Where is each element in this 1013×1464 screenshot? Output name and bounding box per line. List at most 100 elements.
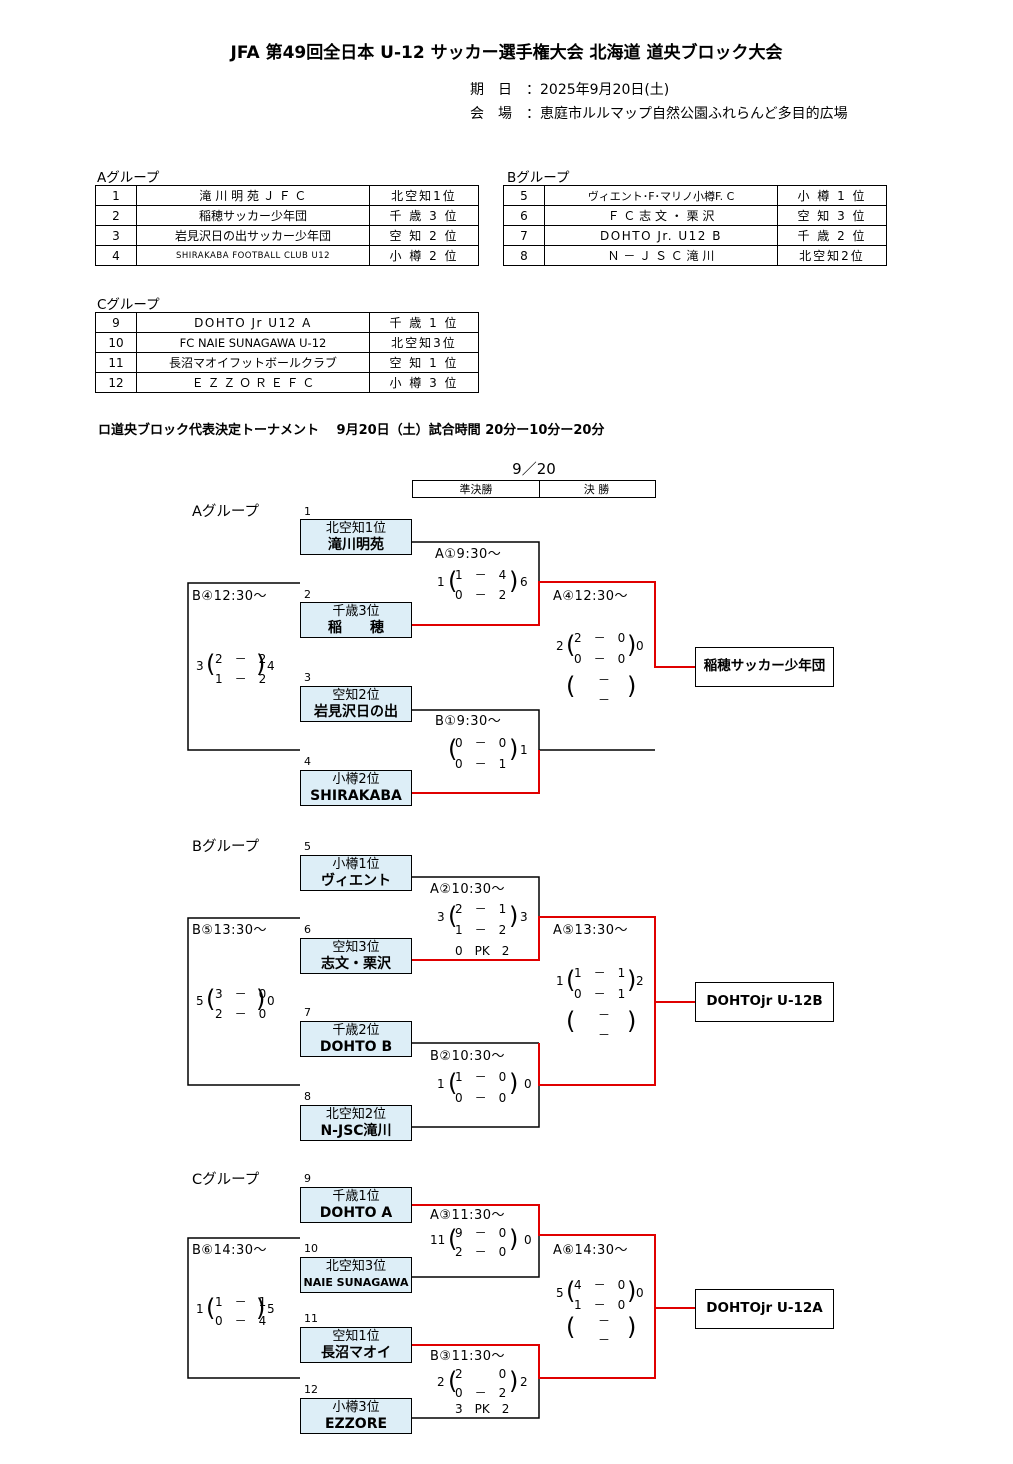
bracket-b-label: Bグループ	[192, 839, 260, 855]
group-c-title: Cグループ	[97, 297, 160, 313]
seed-number: 1	[304, 505, 311, 518]
line-c-semi1-bottom	[412, 1235, 540, 1278]
team-short-name: ヴィエント	[321, 873, 391, 889]
team-box: 空知1位長沼マオイ	[300, 1327, 412, 1363]
bracket-paren: )	[509, 1225, 519, 1253]
score-total-left: 3	[196, 659, 204, 673]
score-half1: 4 － 0	[574, 1278, 626, 1292]
line-a-winner-path	[412, 581, 695, 668]
score-total-right: 3	[520, 910, 528, 924]
team-rank: 小 樽 3 位	[369, 372, 479, 393]
score-half2: 0 － 2	[455, 588, 507, 602]
bracket-paren: (	[448, 1225, 458, 1253]
score-half1: 1 － 0	[455, 1070, 507, 1084]
score-total-right: 6	[520, 575, 528, 589]
team-pref: 北空知1位	[325, 521, 387, 536]
bracket-paren: )	[509, 567, 519, 595]
bracket-paren: (	[206, 985, 216, 1013]
score-total-left: 3	[437, 910, 445, 924]
team-short-name: 長沼マオイ	[321, 1345, 391, 1361]
line-b-final-bottom	[538, 1002, 656, 1086]
tournament-section-title: ロ道央ブロック代表決定トーナメント 9月20日（土）試合時間 20分ー10分ー2…	[98, 423, 605, 438]
match-time: B②10:30～	[430, 1049, 506, 1064]
team-pref: 小樽2位	[332, 772, 380, 787]
score-half1: 9 － 0	[455, 1226, 507, 1240]
match-time: B④12:30～	[192, 589, 268, 604]
page-title: JFA 第49回全日本 U-12 サッカー選手権大会 北海道 道央ブロック大会	[230, 43, 783, 63]
team-box: 千歳3位稲 穂	[300, 602, 412, 638]
seed-number: 9	[304, 1172, 311, 1185]
team-pref: 千歳3位	[332, 604, 380, 619]
team-name: FC NAIE SUNAGAWA U-12	[136, 332, 370, 353]
group-a-title: Aグループ	[97, 170, 160, 186]
round-label-final: 決 勝	[538, 480, 656, 498]
bracket-paren: )	[627, 1277, 637, 1305]
score-total-right: 2	[636, 974, 644, 988]
score-half2: 2 － 0	[215, 1007, 267, 1021]
score-total-right: 0	[636, 1286, 644, 1300]
score-half1: 0 － 0	[455, 736, 507, 750]
score-total-right: 0	[267, 994, 275, 1008]
line-c-winner-path	[412, 1204, 695, 1309]
team-short-name: SHIRAKABA	[310, 788, 402, 804]
score-total-left: 11	[430, 1233, 446, 1247]
match-time: A②10:30～	[430, 882, 506, 897]
match-time: A①9:30～	[435, 547, 502, 562]
team-rank: 小 樽 2 位	[369, 245, 479, 266]
bracket-c-label: Cグループ	[192, 1172, 260, 1188]
score-total-right: 4	[267, 659, 275, 673]
score-total-right: 2	[520, 1375, 528, 1389]
team-rank: 千 歳 1 位	[369, 312, 479, 333]
match-time: A④12:30～	[553, 589, 629, 604]
score-half2: 0 － 0	[455, 1091, 507, 1105]
line-c-other-match	[187, 1237, 300, 1379]
score-total-right: 0	[524, 1077, 532, 1091]
team-pref: 小樽1位	[332, 857, 380, 872]
bracket-paren: (	[448, 1367, 458, 1395]
bracket-paren: )	[509, 902, 519, 930]
team-pref: 北空知2位	[325, 1107, 387, 1122]
team-pref: 空知2位	[332, 688, 380, 703]
score-extra2: －	[598, 1333, 611, 1347]
bracket-paren: (	[566, 672, 576, 700]
bracket-paren: )	[627, 1313, 637, 1341]
score-total-left: 1	[556, 974, 564, 988]
score-total-left: 1	[196, 1302, 204, 1316]
score-half1: 2 0	[455, 1367, 507, 1381]
score-half1: 2 － 2	[215, 652, 267, 666]
seed-number: 5	[304, 840, 311, 853]
bracket-paren: )	[256, 650, 266, 678]
bracket-paren: )	[627, 631, 637, 659]
line-b-semi2-bottom	[412, 1085, 540, 1128]
team-short-name: N-JSC滝川	[320, 1123, 392, 1139]
team-pref: 千歳2位	[332, 1023, 380, 1038]
line-a-semi2-winner	[412, 750, 540, 794]
team-name: Ｎ － Ｊ Ｓ Ｃ 滝 川	[544, 245, 778, 266]
score-total-right: 0	[524, 1233, 532, 1247]
block-winner: 稲穂サッカー少年団	[695, 647, 834, 687]
block-winner: DOHTOjr U-12B	[695, 982, 834, 1022]
bracket-paren: (	[566, 1313, 576, 1341]
team-short-name: 稲 穂	[328, 620, 384, 636]
team-pref: 北空知3位	[325, 1259, 387, 1274]
bracket-paren: )	[627, 672, 637, 700]
line-c-semi2-bottom	[412, 1378, 540, 1419]
team-rank: 空 知 1 位	[369, 352, 479, 373]
seed-number: 7	[304, 1006, 311, 1019]
score-half2: 0 － 2	[455, 1386, 507, 1400]
bracket-paren: (	[566, 1007, 576, 1035]
team-box: 空知2位岩見沢日の出	[300, 686, 412, 722]
score-half2: 1 － 2	[215, 672, 267, 686]
pk-score: 3 PK 2	[455, 1402, 510, 1416]
